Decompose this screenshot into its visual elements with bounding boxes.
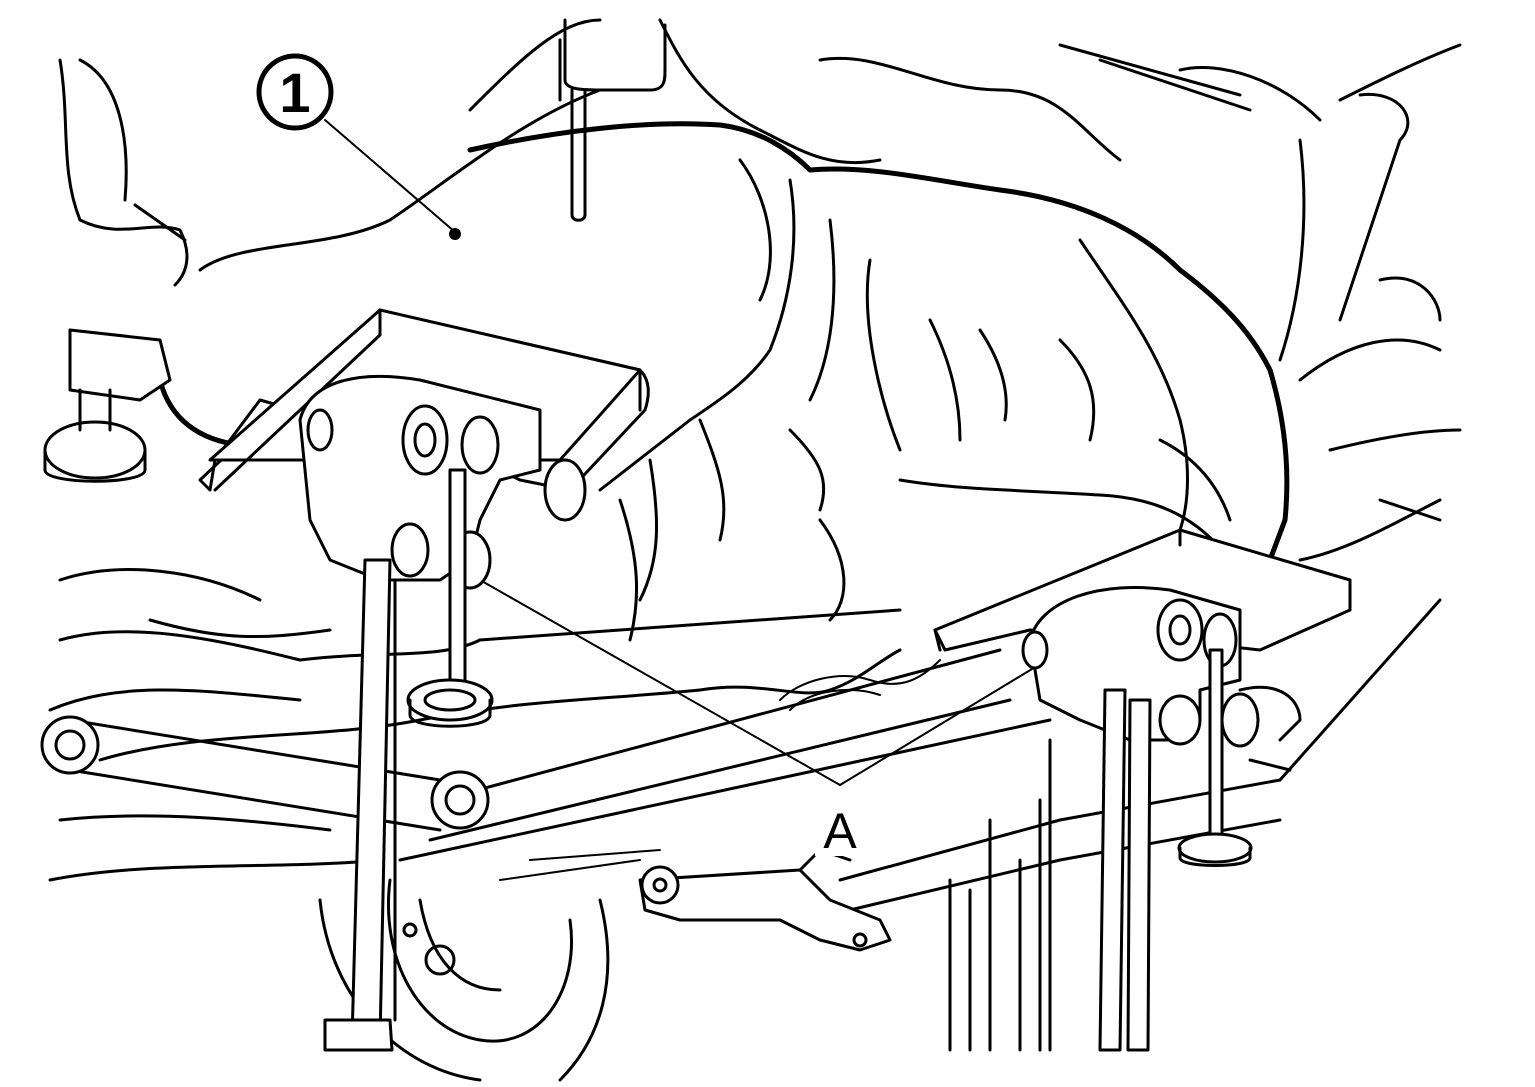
callout-a-bg bbox=[815, 800, 865, 856]
bracket-hanger bbox=[558, 18, 667, 222]
rear-wheel bbox=[318, 878, 610, 1082]
underbody-frame bbox=[48, 568, 1442, 912]
leader-dot bbox=[449, 228, 461, 240]
callout-1-circle bbox=[256, 53, 334, 131]
callout-1-number: 1 bbox=[279, 61, 310, 124]
callout-1: 1 bbox=[256, 53, 334, 131]
crossmember-end-right bbox=[430, 770, 490, 830]
lift-arm-left bbox=[198, 308, 650, 1052]
lower-bracket bbox=[638, 848, 892, 952]
callout-a: A bbox=[815, 800, 865, 859]
hitch-disk bbox=[43, 328, 172, 483]
fuel-tank bbox=[157, 121, 1290, 642]
callout-a-letter: A bbox=[823, 803, 857, 859]
vehicle-body-outline bbox=[58, 18, 1462, 562]
lift-arm-right bbox=[933, 528, 1352, 1052]
crossmember bbox=[40, 715, 490, 832]
crossmember-end-left bbox=[40, 715, 100, 775]
